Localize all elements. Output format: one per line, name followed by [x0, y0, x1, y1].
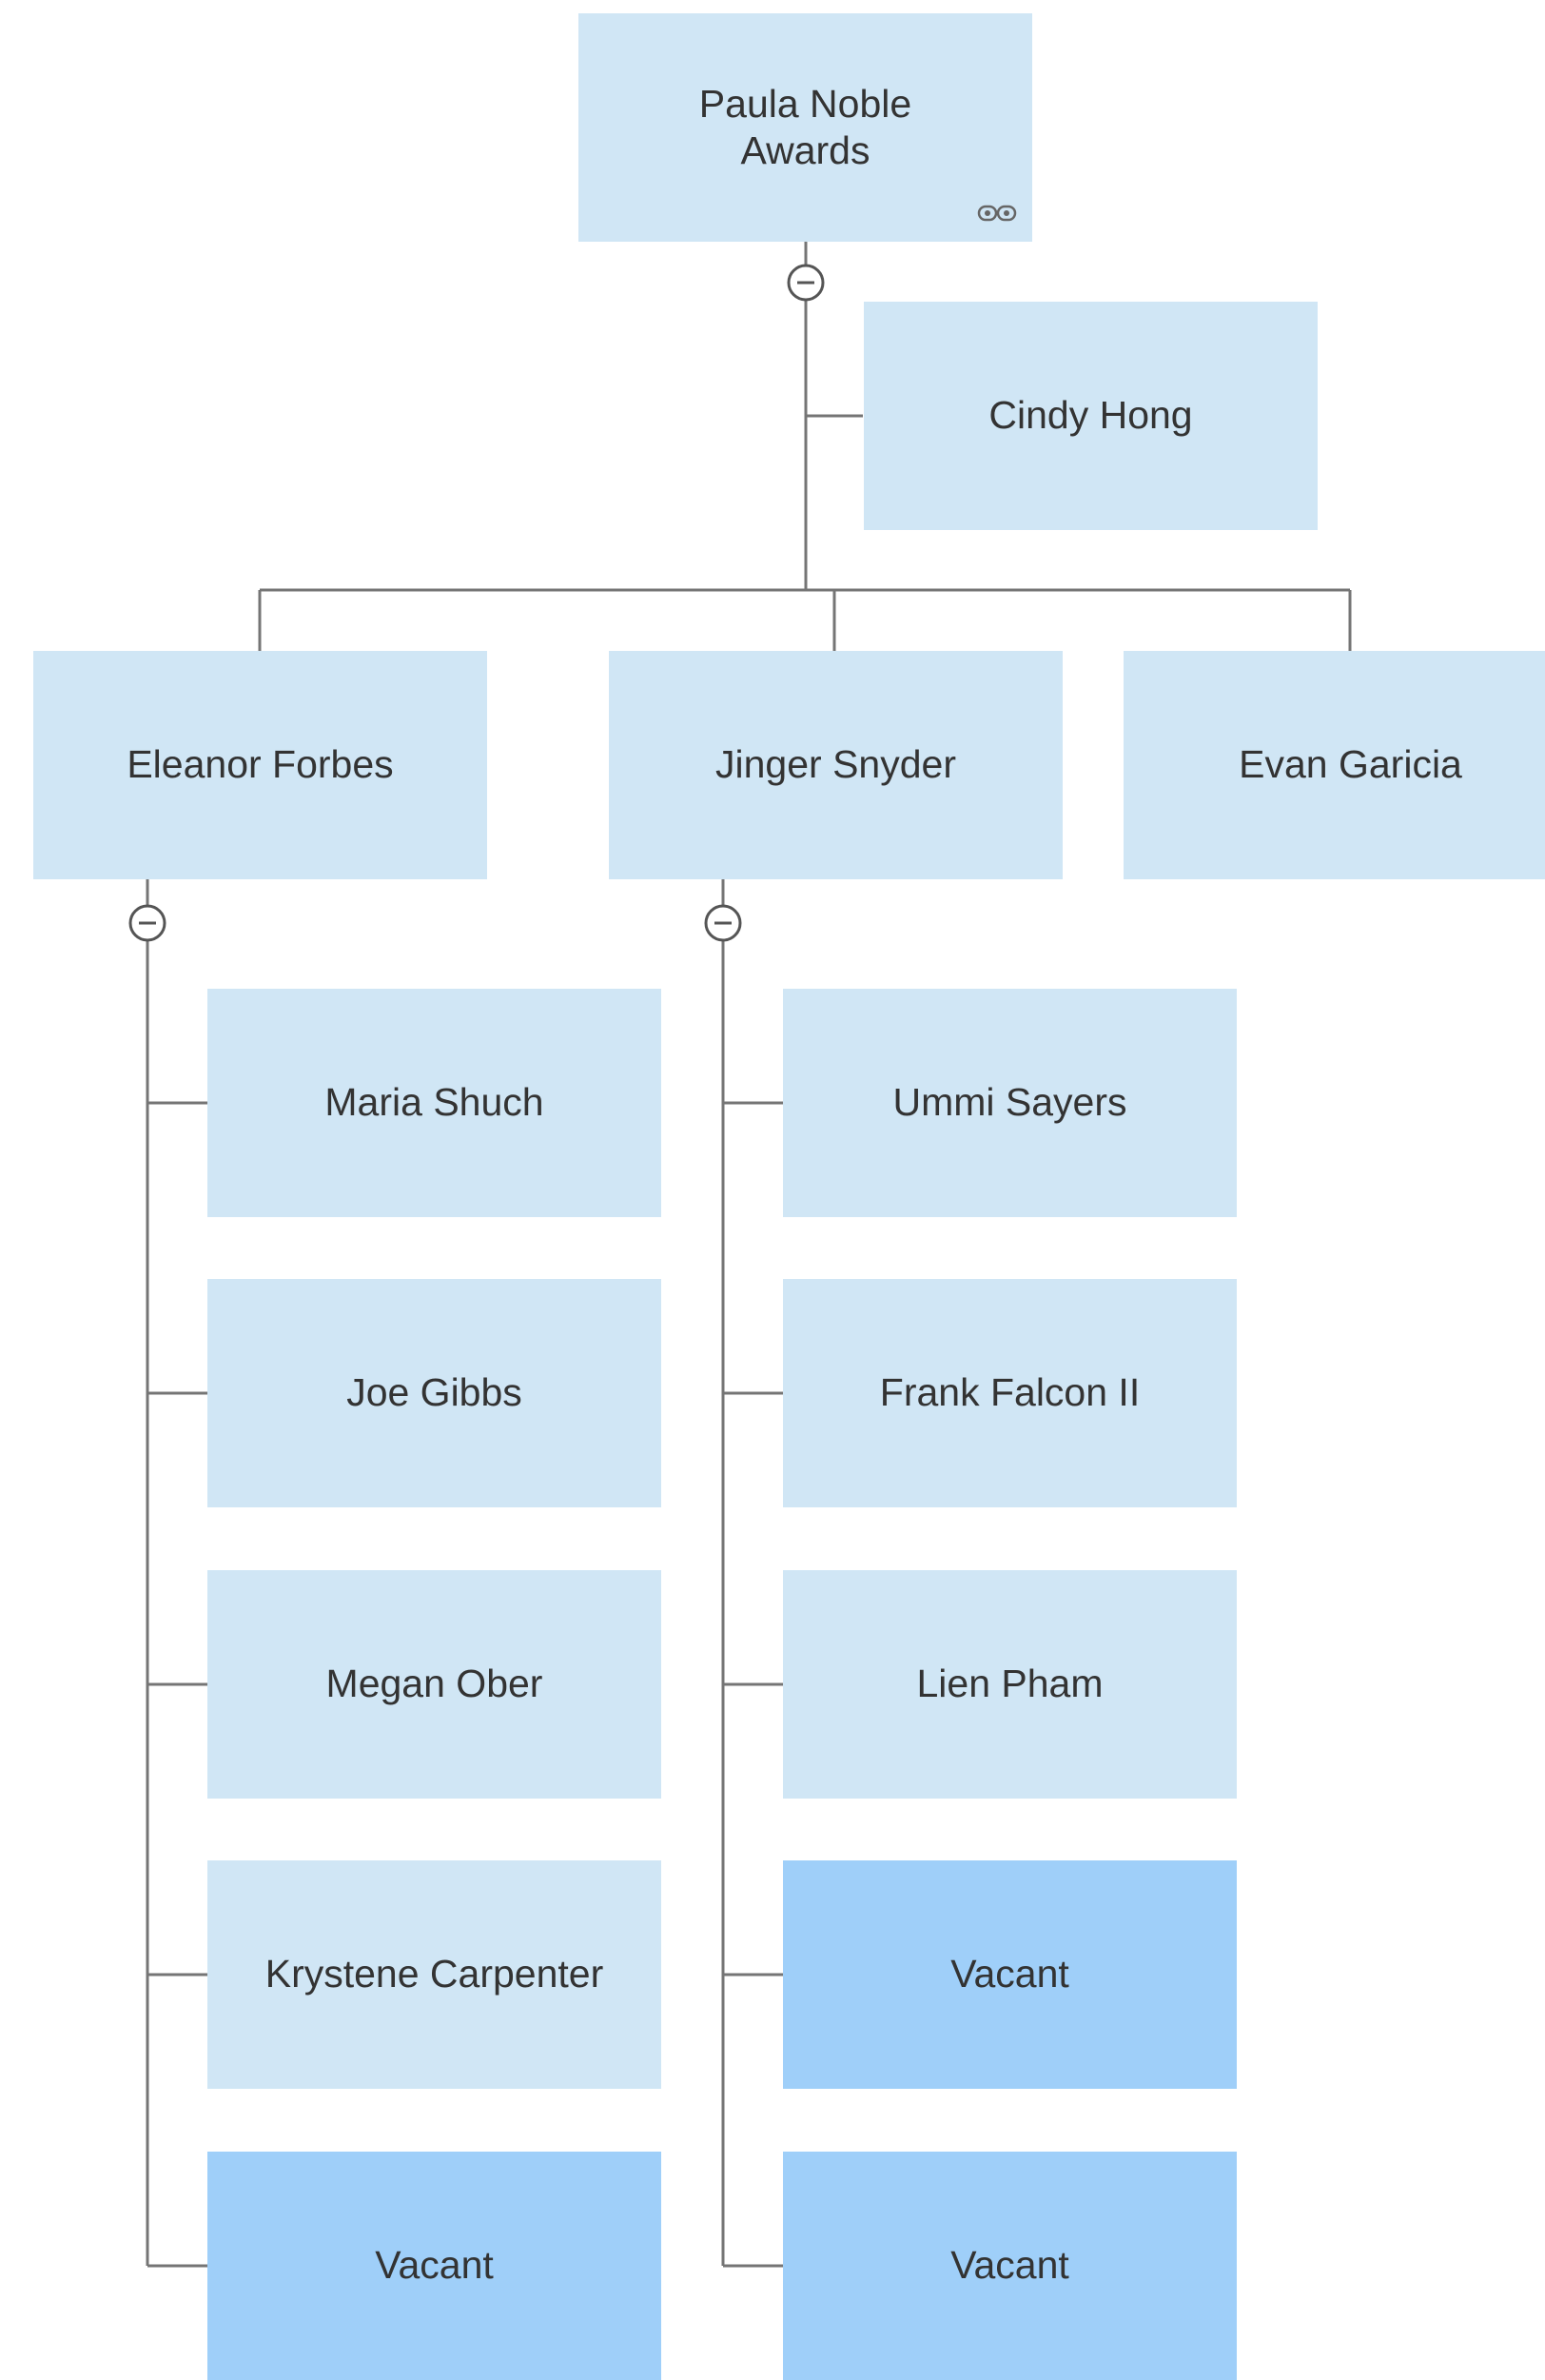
report-node[interactable]: Frank Falcon II	[783, 1279, 1237, 1507]
vacant-node[interactable]: Vacant	[783, 2152, 1237, 2380]
manager-name: Evan Garicia	[1239, 742, 1462, 787]
manager-node-evan[interactable]: Evan Garicia	[1124, 651, 1545, 879]
report-name: Vacant	[950, 1952, 1069, 1996]
manager-node-eleanor[interactable]: Eleanor Forbes	[33, 651, 487, 879]
report-node[interactable]: Joe Gibbs	[207, 1279, 661, 1507]
report-name: Frank Falcon II	[879, 1370, 1141, 1415]
report-node[interactable]: Megan Ober	[207, 1570, 661, 1799]
assistant-node[interactable]: Cindy Hong	[864, 302, 1318, 530]
report-name: Lien Pham	[916, 1662, 1104, 1706]
report-name: Vacant	[950, 2243, 1069, 2288]
collapse-icon[interactable]	[786, 263, 826, 303]
report-node[interactable]: Maria Shuch	[207, 989, 661, 1217]
report-node[interactable]: Krystene Carpenter	[207, 1860, 661, 2089]
report-name: Maria Shuch	[324, 1080, 544, 1125]
report-name: Megan Ober	[325, 1662, 543, 1706]
report-node[interactable]: Lien Pham	[783, 1570, 1237, 1799]
collapse-icon[interactable]	[703, 903, 743, 943]
root-subtitle: Awards	[740, 128, 870, 172]
root-node[interactable]: Paula Noble Awards	[578, 13, 1032, 242]
report-node[interactable]: Ummi Sayers	[783, 989, 1237, 1217]
manager-node-jinger[interactable]: Jinger Snyder	[609, 651, 1063, 879]
report-name: Krystene Carpenter	[264, 1952, 604, 1996]
manager-name: Eleanor Forbes	[127, 742, 394, 787]
vacant-node[interactable]: Vacant	[783, 1860, 1237, 2089]
link-icon[interactable]	[977, 204, 1017, 223]
report-name: Vacant	[375, 2243, 494, 2288]
root-name: Paula Noble	[698, 81, 912, 126]
vacant-node[interactable]: Vacant	[207, 2152, 661, 2380]
assistant-name: Cindy Hong	[988, 393, 1193, 438]
report-name: Joe Gibbs	[346, 1370, 522, 1415]
report-name: Ummi Sayers	[892, 1080, 1127, 1125]
collapse-icon[interactable]	[127, 903, 167, 943]
manager-name: Jinger Snyder	[715, 742, 956, 787]
